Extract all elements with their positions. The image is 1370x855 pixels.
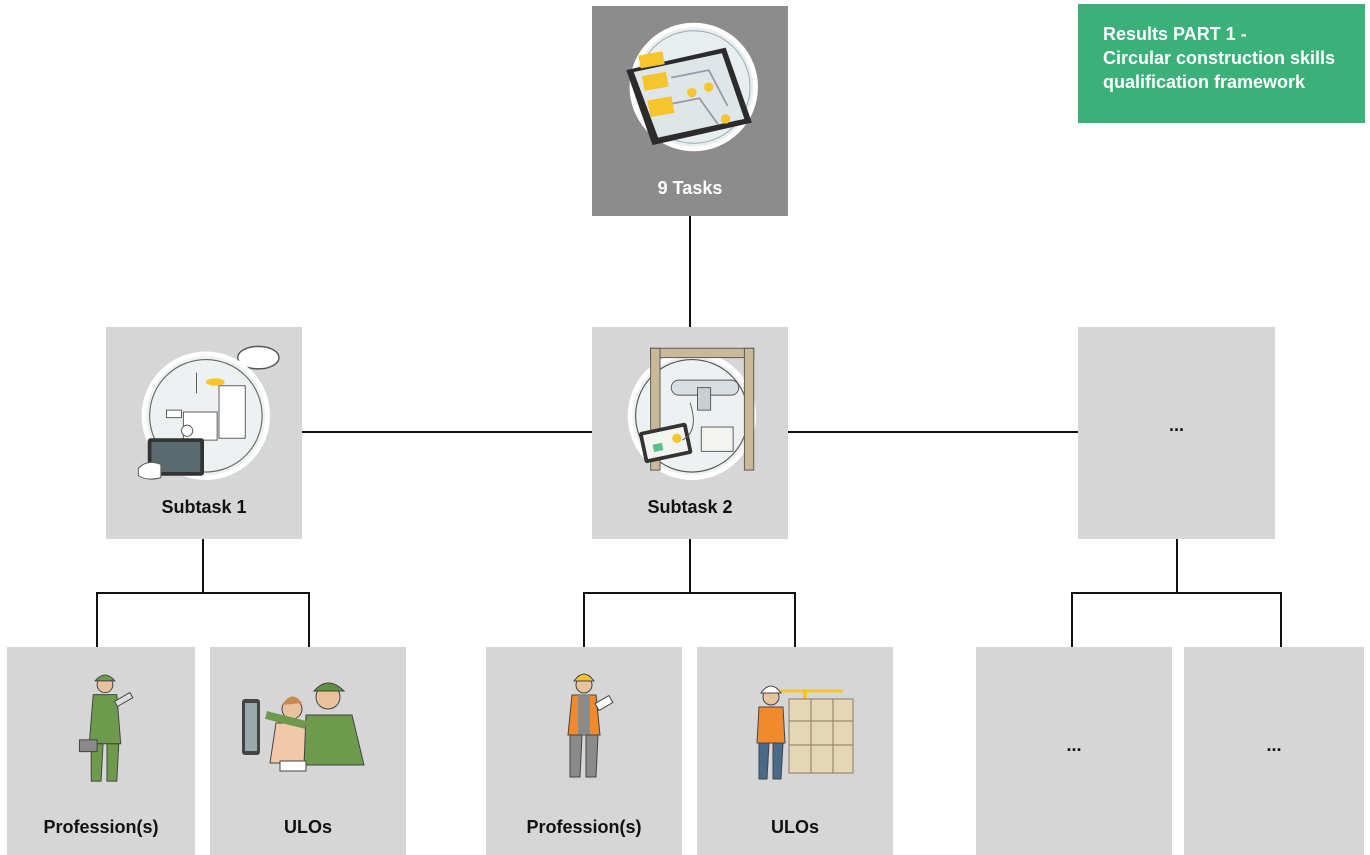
subtask-box-1: Subtask 1 [106, 327, 302, 539]
leaf-label-5: ... [1066, 735, 1082, 755]
construction-worker-icon [567, 673, 614, 778]
leaf-label-2: ULOs [283, 817, 332, 837]
leaf-box-6: ... [1184, 647, 1364, 855]
title-line-1: Results PART 1 - [1103, 24, 1247, 44]
leaf-box-2: ULOs [210, 647, 406, 855]
leaf-label-1: Profession(s) [43, 817, 159, 837]
subtask-box-3: ... [1078, 327, 1275, 539]
worker-learning-icon [242, 682, 365, 772]
connector-s2-left [583, 592, 585, 647]
leaf-label-6: ... [1266, 735, 1282, 755]
leaf-label-3: Profession(s) [526, 817, 642, 837]
subtask-box-2: Subtask 2 [592, 327, 788, 539]
building-monitoring-icon [627, 347, 757, 480]
connector-s1-left [96, 592, 98, 647]
site-worker-icon [756, 685, 854, 780]
connector-s3-left [1071, 592, 1073, 647]
digital-tablet-floorplan-icon [626, 22, 758, 152]
subtask-label-3: ... [1168, 415, 1184, 435]
leaf-box-5: ... [976, 647, 1172, 855]
root-task-box: 9 Tasks [592, 6, 788, 216]
connector-s3-horizontal [1071, 592, 1282, 594]
connector-s3-right [1280, 592, 1282, 647]
subtask-label-2: Subtask 2 [647, 497, 733, 517]
connector-s1-horizontal [96, 592, 310, 594]
connector-s1-down [202, 539, 204, 593]
smart-building-icon [137, 345, 280, 480]
connector-s2-down [689, 539, 691, 593]
root-task-label: 9 Tasks [657, 178, 723, 198]
title-box: Results PART 1 - Circular construction s… [1078, 4, 1365, 123]
connector-s3-down [1176, 539, 1178, 593]
leaf-box-3: Profession(s) [486, 647, 682, 855]
worker-icon [78, 674, 134, 782]
title-line-2: Circular construction skills [1103, 48, 1336, 68]
connector-root-down [689, 216, 691, 328]
title-line-3: qualification framework [1103, 72, 1306, 92]
connector-s2-horizontal [583, 592, 796, 594]
leaf-label-4: ULOs [770, 817, 819, 837]
leaf-box-1: Profession(s) [7, 647, 195, 855]
connector-s2-right [794, 592, 796, 647]
connector-s1-right [308, 592, 310, 647]
leaf-box-4: ULOs [697, 647, 893, 855]
subtask-label-1: Subtask 1 [161, 497, 247, 517]
